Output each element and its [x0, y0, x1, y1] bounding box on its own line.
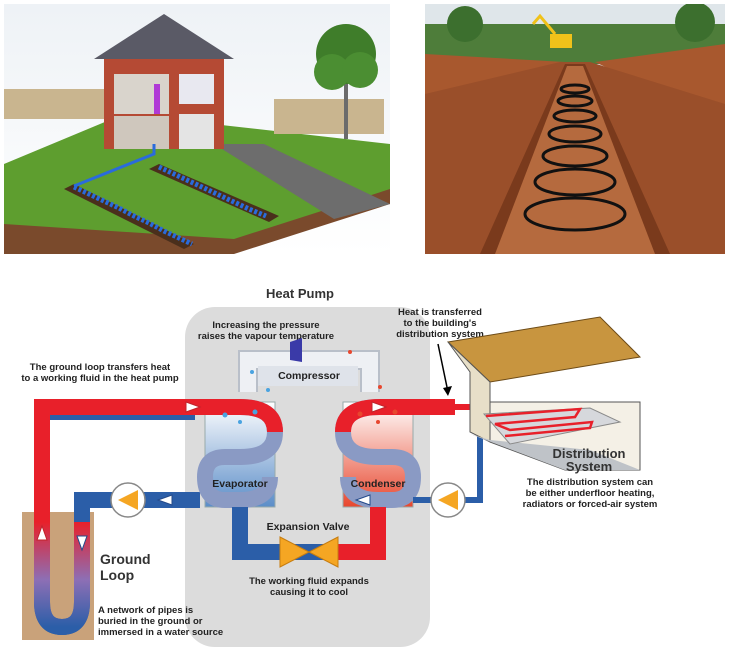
- heat-transfer-pointer: [437, 343, 449, 393]
- expansion-valve-label: Expansion Valve: [267, 521, 350, 533]
- heat-transfer-note-line-2: to the building's: [404, 318, 477, 329]
- expansion-valve-icon: [279, 536, 311, 568]
- distribution-pump-icon: [430, 482, 466, 518]
- compressor-icon: [290, 338, 302, 362]
- pressure-note-line-2: raises the vapour temperature: [198, 331, 334, 342]
- heat-pump-title: Heat Pump: [266, 286, 334, 301]
- heat-pump-schematic: Heat Pump Increasing the pressure raises…: [21, 286, 658, 647]
- compressor-label: Compressor: [278, 370, 340, 382]
- ground-loop-desc-line-1: A network of pipes is: [98, 605, 193, 616]
- ground-loop-note-line-1: The ground loop transfers heat: [30, 362, 171, 373]
- trench-slinky-pipe-photo: [425, 4, 725, 254]
- flow-arrow-icon: [76, 535, 88, 552]
- flow-arrow-icon: [185, 401, 202, 413]
- distribution-title-line-2: System: [566, 459, 612, 474]
- distribution-building: [446, 316, 642, 471]
- distribution-desc-line-2: be either underfloor heating,: [526, 488, 655, 499]
- distribution-desc-line-1: The distribution system can: [527, 477, 653, 488]
- ground-loop-desc-line-3: immersed in a water source: [98, 627, 223, 638]
- flow-arrow-icon: [354, 494, 371, 506]
- distribution-desc-line-3: radiators or forced-air system: [523, 499, 658, 510]
- fluid-expands-note-line-1: The working fluid expands: [249, 576, 369, 587]
- ground-loop-note-line-2: to a working fluid in the heat pump: [21, 373, 178, 384]
- ground-loop-title-line-2: Loop: [100, 567, 134, 583]
- house-ground-loop-illustration: [4, 4, 390, 254]
- flow-arrow-icon: [36, 524, 48, 541]
- ground-loop-desc-line-2: buried in the ground or: [98, 616, 203, 627]
- pressure-note-line-1: Increasing the pressure: [212, 320, 319, 331]
- ground-loop-title-line-1: Ground: [100, 551, 151, 567]
- flow-arrow-icon: [371, 401, 388, 413]
- heat-transfer-note-line-1: Heat is transferred: [398, 307, 482, 318]
- compressor-body: [258, 366, 358, 386]
- flow-arrow-icon: [156, 494, 173, 506]
- ground-loop-pump-icon: [110, 482, 146, 518]
- condenser-label: Condenser: [351, 478, 406, 490]
- heat-transfer-note-line-3: distribution system: [396, 329, 484, 340]
- fluid-expands-note-line-2: causing it to cool: [270, 587, 348, 598]
- distribution-title-line-1: Distribution: [553, 446, 626, 461]
- evaporator-label: Evaporator: [212, 478, 267, 490]
